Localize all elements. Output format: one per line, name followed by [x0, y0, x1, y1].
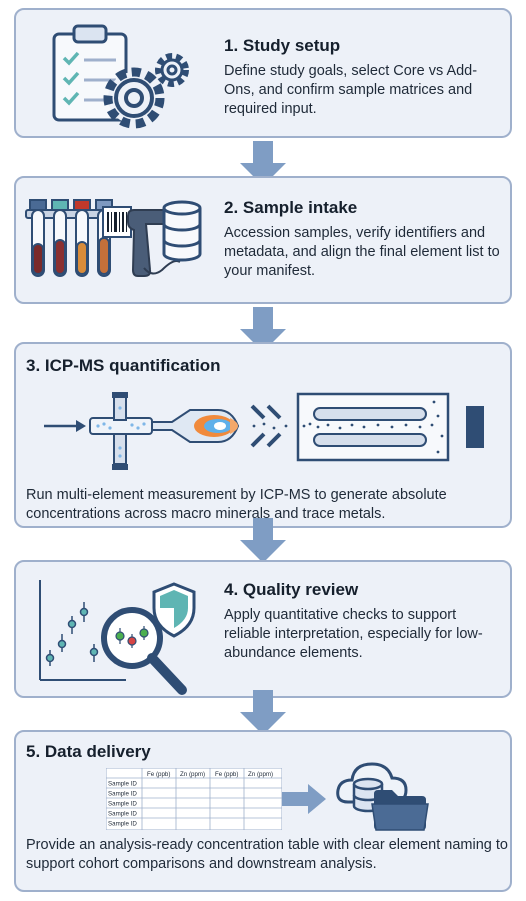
sample-tubes-icon	[25, 199, 123, 277]
step-description: Provide an analysis-ready concentration …	[26, 837, 508, 872]
icp-ms-schematic	[44, 392, 484, 470]
gear-icon	[103, 53, 189, 129]
step-study-setup-card: 1. Study setup Define study goals, selec…	[14, 8, 512, 138]
step-title: 3. ICP-MS quantification	[26, 356, 221, 375]
step-description: Run multi-element measurement by ICP-MS …	[26, 487, 447, 522]
flow-arrow-down	[240, 141, 286, 186]
table-row-label: Sample ID	[108, 821, 137, 828]
step-title: 5. Data delivery	[26, 742, 151, 761]
table-header: Zn (ppm)	[248, 771, 273, 778]
step-quality-review-card: 4. Quality review Apply quantitative che…	[14, 560, 512, 698]
concentration-table-preview: Fe (ppb) Zn (ppm) Fe (ppb) Zn (ppm) Samp…	[106, 768, 282, 830]
step-title: 2. Sample intake	[224, 198, 358, 217]
shield-icon	[152, 582, 196, 638]
table-row-label: Sample ID	[108, 791, 137, 798]
flow-arrow-down	[240, 307, 286, 352]
step-icp-ms-card: 3. ICP-MS quantification	[14, 342, 512, 528]
table-header: Zn (ppm)	[180, 771, 205, 778]
step-title: 4. Quality review	[224, 580, 359, 599]
step-sample-intake-card: 2. Sample intake Accession samples, veri…	[14, 176, 512, 304]
scatter-plot-icon	[39, 580, 126, 681]
database-icon	[162, 200, 202, 262]
table-row-label: Sample ID	[108, 781, 137, 788]
step-description: Define study goals, select Core vs Add-O…	[224, 63, 478, 117]
table-header: Fe (ppb)	[147, 771, 170, 778]
cloud-database-icon	[336, 762, 408, 813]
table-row-label: Sample ID	[108, 801, 137, 808]
step-data-delivery-card: 5. Data delivery Fe (ppb) Zn (ppm) Fe (p…	[14, 730, 512, 892]
flow-arrow-down	[240, 690, 286, 735]
table-header: Fe (ppb)	[215, 771, 238, 778]
step-description: Apply quantitative checks to support rel…	[224, 607, 483, 661]
transfer-arrow-icon	[282, 784, 326, 814]
step-title: 1. Study setup	[224, 36, 341, 55]
table-row-label: Sample ID	[108, 811, 137, 818]
magnifier-icon	[101, 607, 187, 695]
step-description: Accession samples, verify identifiers an…	[224, 225, 500, 279]
folder-icon	[371, 790, 429, 831]
flow-arrow-down	[240, 518, 286, 563]
